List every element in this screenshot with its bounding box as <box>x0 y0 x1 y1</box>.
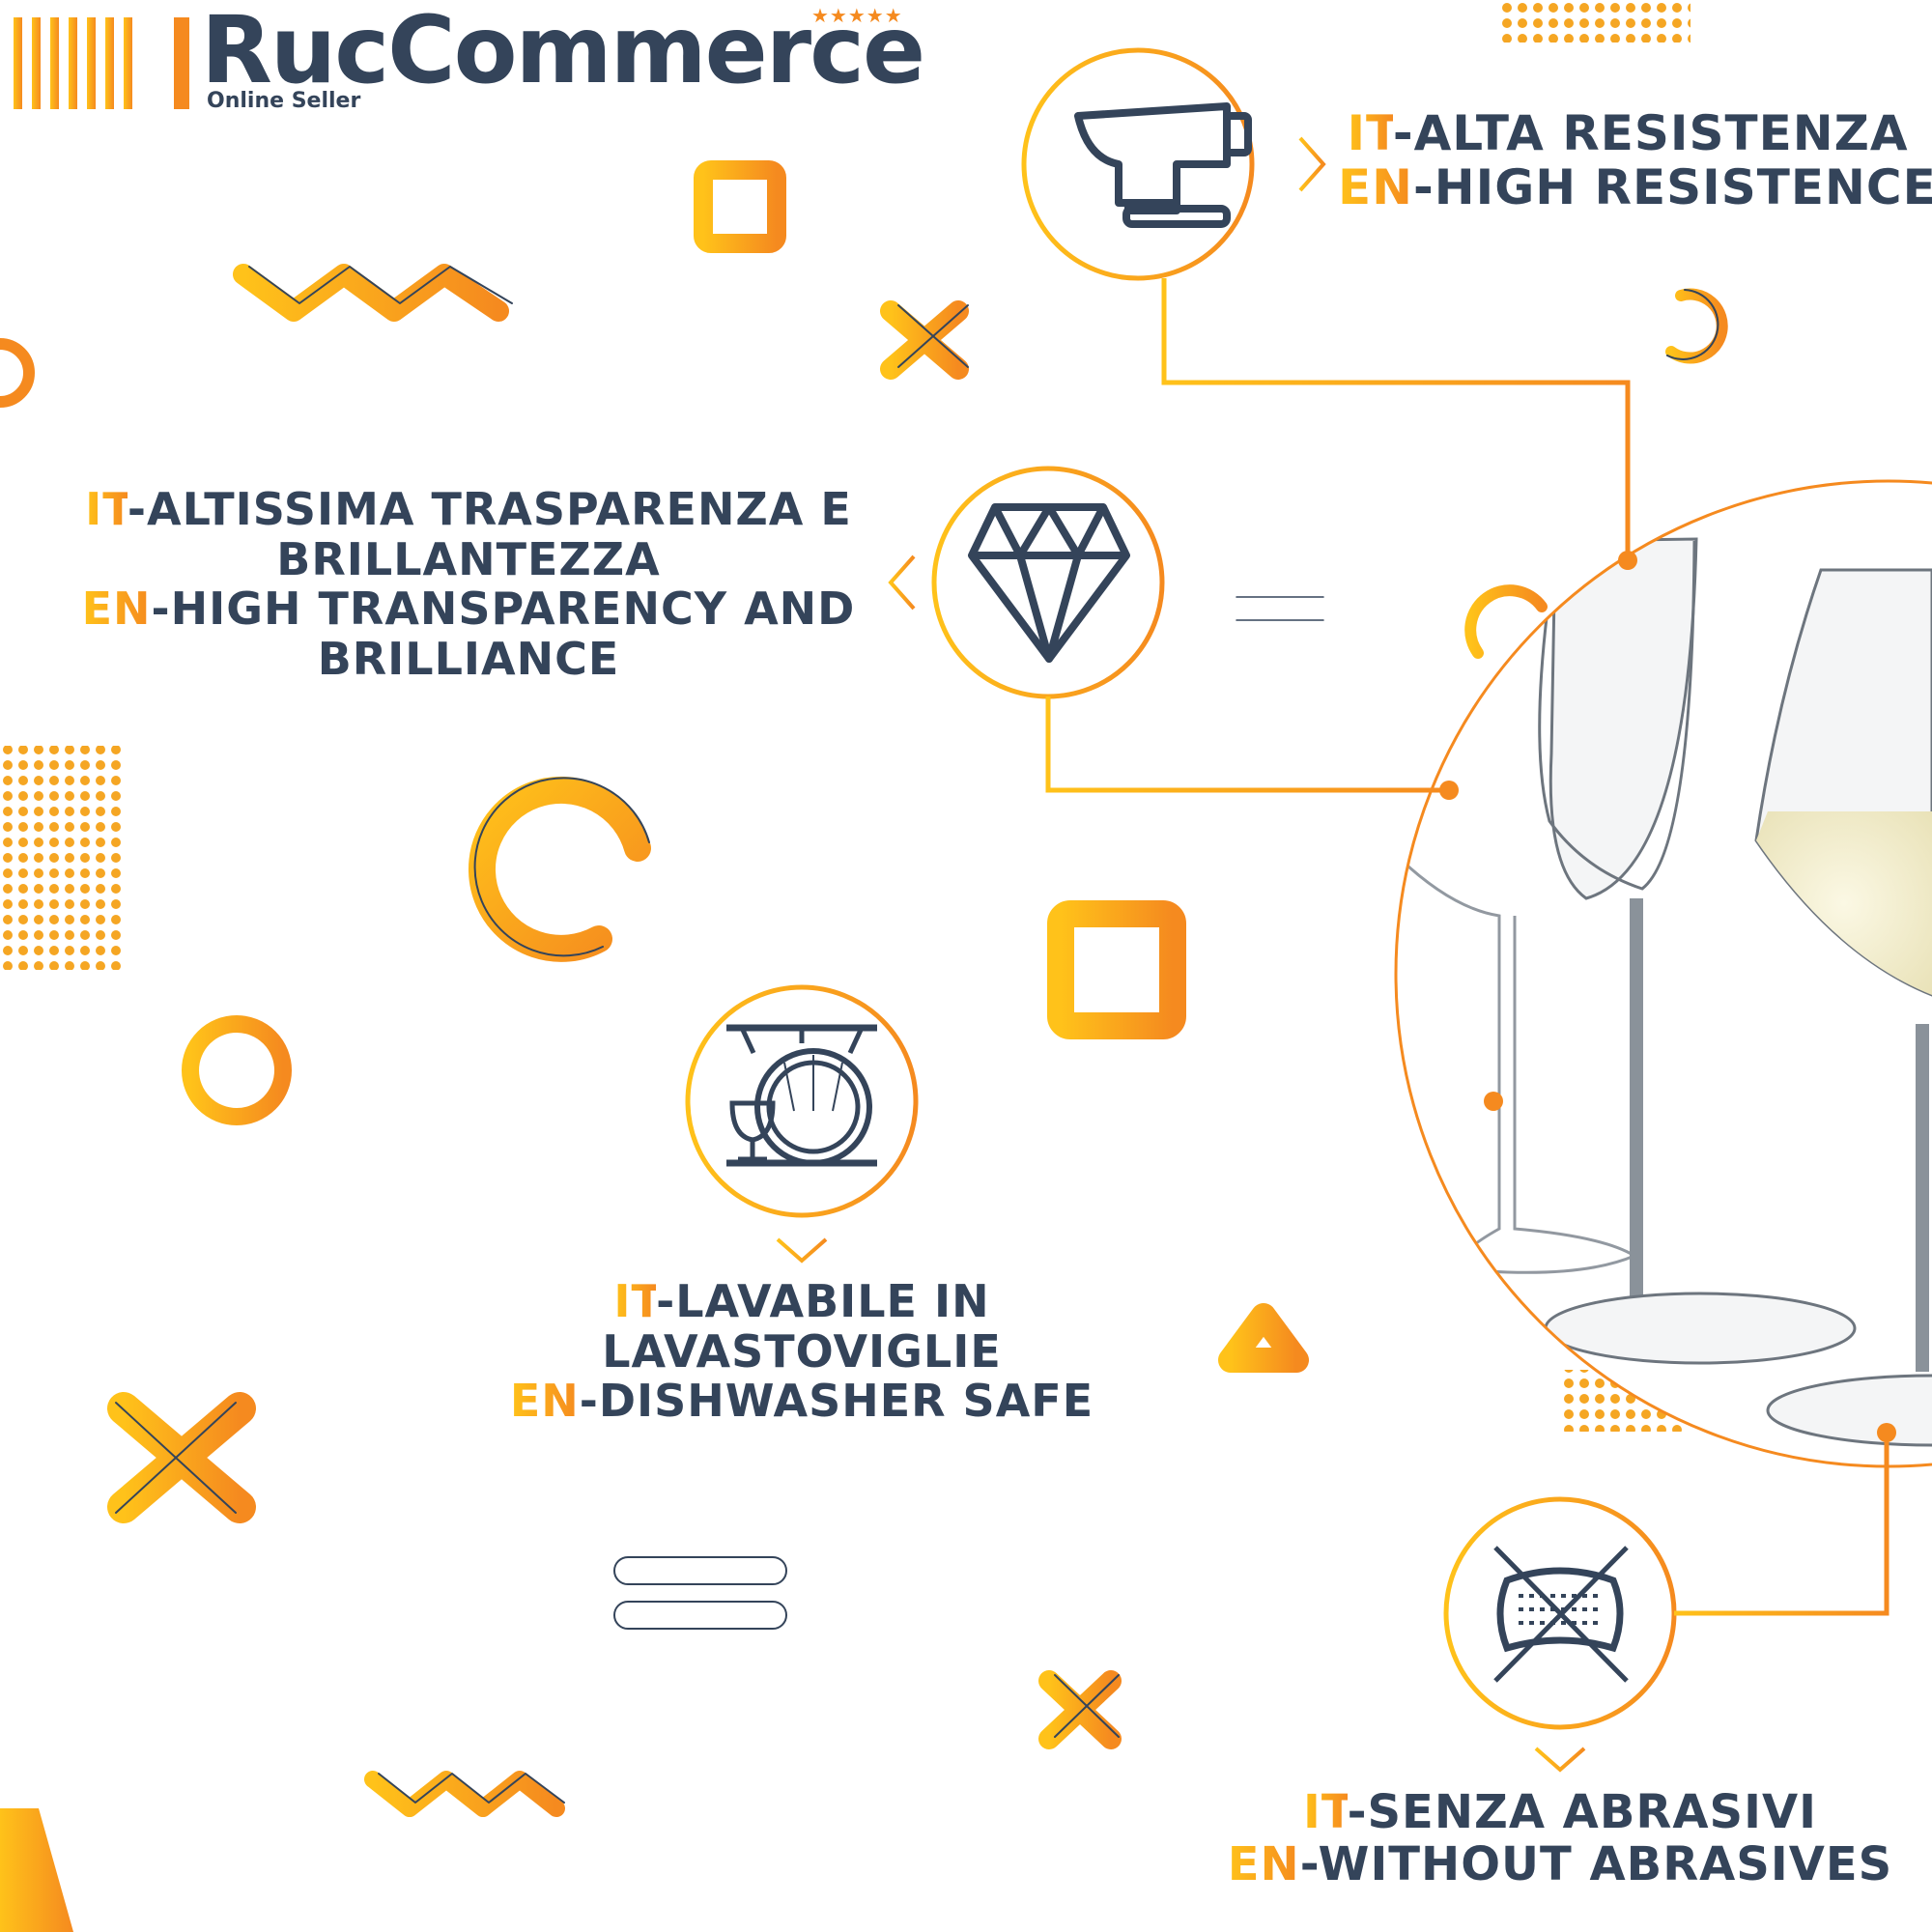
connector-lines <box>916 278 1889 1616</box>
zigzag-shape <box>233 264 513 322</box>
square-shape <box>694 160 786 253</box>
x-shape <box>880 300 969 380</box>
arc-shape <box>1464 584 1548 659</box>
chevron-right-icon <box>1298 136 1326 192</box>
x-shape <box>107 1392 256 1523</box>
diamond-icon <box>968 503 1130 663</box>
triangle-shape <box>0 1808 73 1932</box>
wine-glass <box>1538 537 1857 1365</box>
feature-it-text-cont: BRILLANTEZZA <box>276 532 661 585</box>
double-line-shape <box>1236 583 1324 621</box>
dot-grid-left <box>0 746 126 970</box>
feature-it-text: -ALTISSIMA TRASPARENZA E <box>127 483 852 535</box>
double-line-shape <box>608 1552 787 1630</box>
feature-en-text-cont: BRILLIANCE <box>317 632 620 685</box>
arc-shape <box>1665 288 1728 364</box>
triangle-shape <box>1218 1303 1309 1373</box>
feature-it-text: -LAVABILE IN <box>656 1275 990 1327</box>
feature-en-text: -WITHOUT ABRASIVES <box>1299 1836 1893 1891</box>
dot-grid-top <box>1497 0 1690 43</box>
dishwasher-icon <box>726 1024 877 1167</box>
brand-tagline: Online Seller <box>207 89 361 113</box>
lang-prefix-en: EN <box>1227 1836 1300 1891</box>
anvil-icon <box>1074 102 1252 228</box>
feature-circle-dishwasher <box>685 984 919 1218</box>
lang-prefix-it: IT <box>613 1275 657 1327</box>
rating-stars: ★★★★★ <box>811 4 903 27</box>
feature-it-text-cont: LAVASTOVIGLIE <box>602 1324 1002 1378</box>
lang-prefix-en: EN <box>509 1375 580 1428</box>
lang-prefix-it: IT <box>1303 1785 1348 1839</box>
lang-prefix-it: IT <box>1347 105 1393 161</box>
no-sponge-icon <box>1493 1546 1629 1683</box>
chevron-left-icon <box>888 554 916 611</box>
x-shape <box>1038 1670 1122 1749</box>
feature-en-text: -DISHWASHER SAFE <box>579 1375 1094 1428</box>
wine-glass <box>1754 568 1932 1447</box>
zigzag-shape <box>364 1771 565 1817</box>
brand-name: RucCommerce <box>201 0 925 104</box>
feature-en-text: -HIGH TRANSPARENCY AND <box>151 582 856 636</box>
square-shape <box>1047 900 1186 1039</box>
feature-label-transparency: IT-ALTISSIMA TRASPARENZA E BRILLANTEZZA … <box>39 483 898 685</box>
feature-it-text: -ALTA RESISTENZA <box>1392 105 1909 161</box>
feature-circle-resistance <box>1021 47 1255 281</box>
ring-shape <box>0 338 35 408</box>
feature-en-text: -HIGH RESISTENCE <box>1413 159 1932 215</box>
feature-label-resistance: IT-ALTA RESISTENZA EN-HIGH RESISTENCE <box>1338 105 1932 215</box>
lang-prefix-en: EN <box>81 582 152 636</box>
chevron-down-icon <box>1534 1747 1586 1773</box>
lang-prefix-it: IT <box>85 483 128 535</box>
lang-prefix-en: EN <box>1338 159 1414 215</box>
ring-shape <box>182 1015 292 1125</box>
feature-label-abrasives: IT-SENZA ABRASIVI EN-WITHOUT ABRASIVES <box>1203 1785 1918 1891</box>
feature-it-text: -SENZA ABRASIVI <box>1347 1785 1817 1839</box>
connector-dots <box>1439 551 1896 1442</box>
feature-label-dishwasher: IT-LAVABILE IN LAVASTOVIGLIE EN-DISHWASH… <box>464 1275 1140 1428</box>
logo-bars-icon <box>14 17 189 109</box>
chevron-down-icon <box>776 1237 828 1264</box>
arc-shape <box>469 776 651 962</box>
